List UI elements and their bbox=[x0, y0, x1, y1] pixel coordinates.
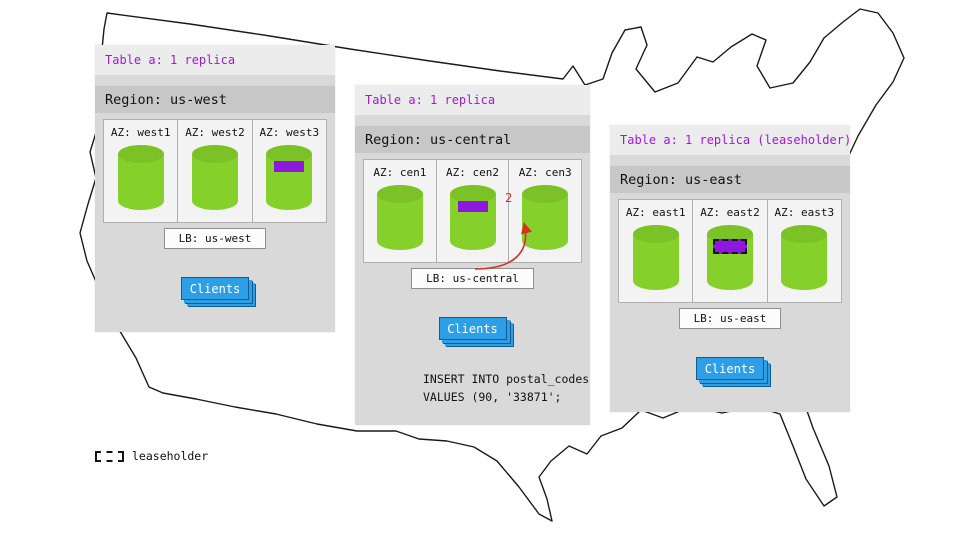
legend-label: leaseholder bbox=[132, 449, 209, 463]
az-cell-east1: AZ: east1 bbox=[618, 199, 694, 303]
az-cell-cen3: AZ: cen3 bbox=[509, 159, 583, 263]
load-balancer-box-us-west: LB: us-west bbox=[163, 228, 267, 249]
az-label: AZ: cen2 bbox=[446, 166, 499, 179]
az-cell-west3: AZ: west3 bbox=[252, 119, 327, 223]
cylinder-wrap bbox=[522, 185, 569, 250]
table-replica-header: Table a: 1 replica (leaseholder) bbox=[610, 125, 852, 155]
database-cylinder-icon bbox=[376, 185, 423, 250]
az-label: AZ: east1 bbox=[625, 206, 686, 219]
replica-marker bbox=[457, 201, 488, 212]
az-label: AZ: east2 bbox=[700, 206, 760, 219]
cylinder-wrap bbox=[191, 145, 238, 210]
cylinder-wrap bbox=[117, 145, 164, 210]
cylinder-wrap bbox=[632, 225, 679, 290]
az-label: AZ: east3 bbox=[774, 206, 835, 219]
az-cell-west1: AZ: west1 bbox=[103, 119, 179, 223]
clients-box-us-east: Clients bbox=[696, 357, 764, 380]
leaseholder-legend-swatch-icon bbox=[95, 450, 124, 462]
region-title-us-central: Region: us-central bbox=[355, 126, 590, 153]
az-label: AZ: cen1 bbox=[373, 166, 427, 179]
cylinder-wrap bbox=[706, 225, 753, 290]
az-row: AZ: east1 AZ: east2 AZ: east3 bbox=[618, 199, 842, 303]
arrow-step-label: 2 bbox=[505, 191, 513, 205]
database-cylinder-icon bbox=[449, 185, 496, 250]
leaseholder-replica-marker bbox=[712, 239, 747, 254]
database-cylinder-icon bbox=[706, 225, 753, 290]
clients-box-us-central: Clients bbox=[438, 317, 507, 340]
az-label: AZ: west2 bbox=[185, 126, 245, 139]
cylinder-wrap bbox=[376, 185, 423, 250]
az-label: AZ: cen3 bbox=[518, 166, 572, 179]
region-panel-us-central: Table a: 1 replica Region: us-central AZ… bbox=[355, 85, 590, 425]
cylinder-wrap bbox=[266, 145, 313, 210]
sql-insert-statement: INSERT INTO postal_codes VALUES (90, '33… bbox=[423, 372, 590, 405]
table-replica-label: Table a: 1 replica bbox=[365, 93, 496, 107]
table-replica-header: Table a: 1 replica bbox=[355, 85, 590, 115]
cylinder-wrap bbox=[449, 185, 496, 250]
replica-marker bbox=[274, 161, 305, 172]
database-cylinder-icon bbox=[522, 185, 569, 250]
az-cell-east2: AZ: east2 bbox=[693, 199, 768, 303]
database-cylinder-icon bbox=[266, 145, 313, 210]
database-cylinder-icon bbox=[781, 225, 828, 290]
region-title-us-east: Region: us-east bbox=[610, 166, 850, 193]
load-balancer-box-us-east: LB: us-east bbox=[678, 308, 782, 329]
az-cell-west2: AZ: west2 bbox=[178, 119, 253, 223]
region-panel-us-east: Table a: 1 replica (leaseholder) Region:… bbox=[610, 125, 852, 412]
region-title-us-west: Region: us-west bbox=[95, 86, 335, 113]
az-cell-east3: AZ: east3 bbox=[767, 199, 842, 303]
table-replica-label: Table a: 1 replica bbox=[105, 53, 236, 67]
cylinder-wrap bbox=[781, 225, 828, 290]
table-replica-label: Table a: 1 replica (leaseholder) bbox=[620, 133, 852, 147]
database-cylinder-icon bbox=[117, 145, 164, 210]
az-label: AZ: west3 bbox=[259, 126, 320, 139]
az-row: AZ: cen1 AZ: cen2 AZ: cen3 bbox=[363, 159, 583, 263]
table-replica-header: Table a: 1 replica bbox=[95, 45, 335, 75]
region-panel-us-west: Table a: 1 replica Region: us-west AZ: w… bbox=[95, 45, 335, 332]
az-label: AZ: west1 bbox=[110, 126, 171, 139]
database-cylinder-icon bbox=[632, 225, 679, 290]
load-balancer-box-us-central: LB: us-central bbox=[411, 268, 534, 289]
database-cylinder-icon bbox=[191, 145, 238, 210]
az-row: AZ: west1 AZ: west2 AZ: west3 bbox=[103, 119, 327, 223]
az-cell-cen2: AZ: cen2 bbox=[436, 159, 510, 263]
az-cell-cen1: AZ: cen1 bbox=[363, 159, 437, 263]
legend: leaseholder bbox=[95, 449, 208, 463]
clients-box-us-west: Clients bbox=[181, 277, 249, 300]
